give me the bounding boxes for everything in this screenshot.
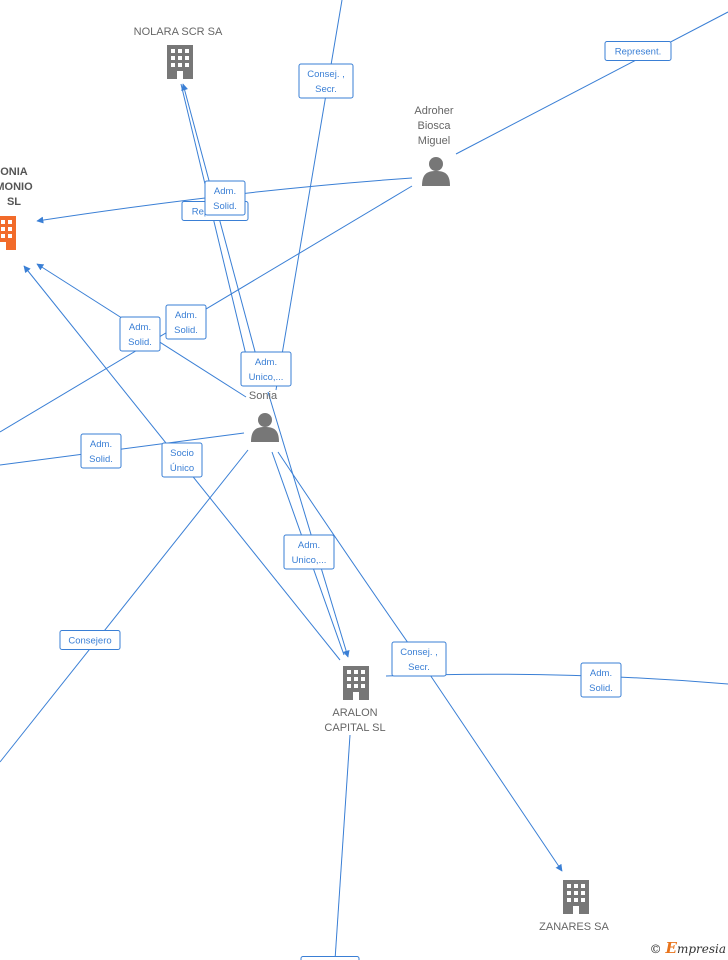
edge-label-represent-top[interactable]: Represent. bbox=[604, 41, 672, 61]
edge-label-box bbox=[80, 433, 122, 469]
edge-label-bottom-partial[interactable] bbox=[300, 956, 360, 960]
edge-label-box bbox=[204, 180, 246, 216]
edge-labels: Consej. ,Secr. Represent. Represent. Adm… bbox=[59, 41, 672, 960]
person-icon bbox=[251, 413, 279, 442]
node-label-line: CAPITAL SL bbox=[324, 722, 385, 734]
node-label-line: ZANARES SA bbox=[539, 921, 609, 933]
edge-label-box bbox=[161, 442, 203, 478]
copyright-icon: © bbox=[649, 942, 662, 956]
node-label-line: NOLARA SCR SA bbox=[134, 26, 223, 38]
node-label-line: ONIA bbox=[0, 166, 28, 178]
edge-sonia-to-aralon bbox=[267, 391, 350, 658]
edge-label-text: Adm. bbox=[175, 310, 197, 321]
building-icon bbox=[563, 880, 589, 914]
edge-label-text: Solid. bbox=[89, 454, 113, 465]
edge-label-text: Represent. bbox=[615, 47, 661, 58]
edge-label-text: Unico,... bbox=[292, 555, 327, 566]
edge-label-box bbox=[59, 630, 121, 650]
brand-initial: E bbox=[665, 939, 677, 957]
edge-aralon-to-bottom bbox=[334, 734, 351, 960]
edge-label-text: Adm. bbox=[90, 439, 112, 450]
edge-label-text: Adm. bbox=[214, 186, 236, 197]
node-label-line: SL bbox=[7, 196, 21, 208]
node-label-line: MONIO bbox=[0, 181, 33, 193]
node-nolara-scr-sa[interactable]: NOLARA SCR SA bbox=[134, 26, 223, 79]
edge-label-text: Adm. bbox=[298, 540, 320, 551]
edge-label-text: Adm. bbox=[129, 322, 151, 333]
edge-label-text: Solid. bbox=[589, 683, 613, 694]
edge-label-text: Solid. bbox=[128, 337, 152, 348]
edge-label-text: Consejero bbox=[68, 636, 111, 647]
edge-label-adm-solid-sonia[interactable]: Adm. Solid. bbox=[119, 316, 161, 352]
node-label-line: Adroher bbox=[414, 105, 453, 117]
person-icon bbox=[422, 157, 450, 186]
edge-label-adm-solid-nolara[interactable]: Adm. Solid. bbox=[204, 180, 246, 216]
edge-label-adm-unico-bottom[interactable]: Adm. Unico,... bbox=[283, 534, 335, 570]
node-label: ONIA MONIO SL bbox=[0, 166, 33, 208]
edge-label-text: Consej. , bbox=[400, 647, 438, 658]
edge-top-to-aralon bbox=[275, 0, 343, 391]
node-label-line: Biosca bbox=[417, 120, 451, 132]
edge-label-box bbox=[283, 534, 335, 570]
edge-label-box bbox=[119, 316, 161, 352]
edge-label-text: Secr. bbox=[408, 662, 430, 673]
building-icon bbox=[343, 666, 369, 700]
edge-label-text: Unico,... bbox=[249, 372, 284, 383]
edge-label-consej-secr-bottom[interactable]: Consej. , Secr. bbox=[391, 641, 447, 677]
edge-label-box bbox=[604, 41, 672, 61]
node-label-line: Sonia bbox=[249, 390, 278, 402]
edge-label-box bbox=[391, 641, 447, 677]
edge-sonia-to-bottomleft bbox=[0, 449, 249, 763]
node-sonia[interactable]: Sonia bbox=[249, 390, 279, 442]
edge-sonia-to-nolara bbox=[181, 83, 265, 386]
edge-topright-to-adroher bbox=[455, 11, 728, 155]
node-label: ZANARES SA bbox=[539, 921, 609, 933]
edge-label-box bbox=[298, 63, 354, 99]
edge-label-box bbox=[240, 351, 292, 387]
edge-label-adm-solid-adroher[interactable]: Adm. Solid. bbox=[165, 304, 207, 340]
node-patrimonio-sl[interactable]: ONIA MONIO SL bbox=[0, 166, 33, 250]
edge-label-adm-solid-right[interactable]: Adm. Solid. bbox=[580, 662, 622, 698]
edge-label-text: Solid. bbox=[213, 201, 237, 212]
brand-name: mpresia bbox=[676, 942, 726, 956]
nodes: NOLARA SCR SA ONIA MONIO SL AdroherBioscaM… bbox=[0, 26, 610, 933]
edge-label-adm-unico-top[interactable]: Adm. Unico,... bbox=[240, 351, 292, 387]
edge-label-consejero[interactable]: Consejero bbox=[59, 630, 121, 650]
edge-label-box bbox=[580, 662, 622, 698]
node-label-line: ARALON bbox=[332, 707, 377, 719]
edge-label-box bbox=[300, 956, 360, 960]
node-label: Sonia bbox=[249, 390, 278, 402]
node-label: NOLARA SCR SA bbox=[134, 26, 223, 38]
edge-label-text: Solid. bbox=[174, 325, 198, 336]
edge-label-text: Adm. bbox=[590, 668, 612, 679]
edge-sonia-to-left bbox=[0, 432, 245, 466]
node-label: ARALON CAPITAL SL bbox=[324, 707, 385, 734]
edge-label-consej-secr-top[interactable]: Consej. , Secr. bbox=[298, 63, 354, 99]
node-zanares-sa[interactable]: ZANARES SA bbox=[539, 880, 610, 933]
edge-label-text: Secr. bbox=[315, 84, 337, 95]
edge-label-text: Único bbox=[170, 463, 194, 474]
edge-label-text: Adm. bbox=[255, 357, 277, 368]
building-icon bbox=[167, 45, 193, 79]
edge-label-text: Socio bbox=[170, 448, 194, 459]
edge-label-text: Consej. , bbox=[307, 69, 345, 80]
edge-label-box bbox=[165, 304, 207, 340]
empresia-watermark: © Empresia bbox=[650, 939, 726, 957]
building-icon bbox=[0, 216, 16, 250]
edge-label-adm-solid-left[interactable]: Adm. Solid. bbox=[80, 433, 122, 469]
node-aralon-capital-sl[interactable]: ARALON CAPITAL SL bbox=[324, 666, 386, 734]
node-label-line: Miguel bbox=[418, 135, 450, 147]
